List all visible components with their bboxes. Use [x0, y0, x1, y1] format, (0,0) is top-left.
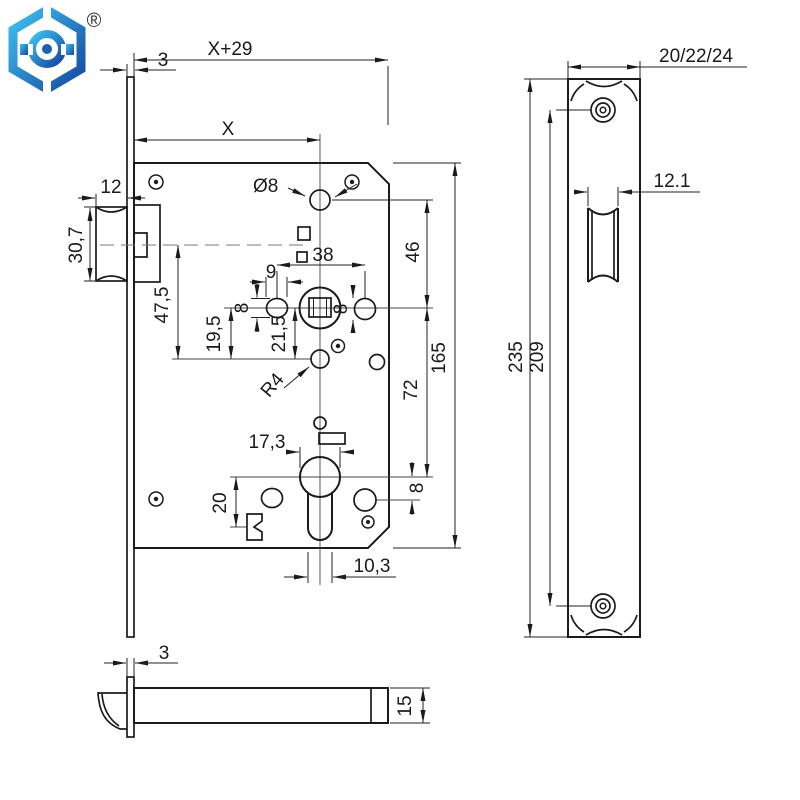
dim-plate-height-label: 235: [506, 341, 527, 373]
latch-cutout: [587, 207, 619, 283]
lock-case-outline: [133, 162, 390, 549]
faceplate-dimensions: 20/22/24 12.1 235 209: [506, 46, 747, 638]
euro-cylinder-hole: [299, 456, 341, 541]
follower-hub: [298, 286, 342, 330]
faceplate-screw-top: [590, 97, 616, 123]
notch-bracket: [246, 513, 263, 541]
registered-trademark: ®: [87, 10, 102, 32]
faceplate-view: [567, 78, 641, 638]
latch-view-faceplate: [126, 676, 135, 738]
logo-bar-left: [20, 44, 28, 55]
small-hole-right: [368, 353, 386, 371]
square-boss-lower: [296, 251, 308, 263]
front-view-dimensions: X+29 3 X 12 30,7 47,5 19,5 9 8: [66, 39, 461, 583]
logo-bar-right: [66, 44, 74, 55]
stop-plate: [318, 432, 346, 445]
dim-case-height-label: 165: [429, 342, 450, 374]
dim-latch-width-label: 12: [100, 177, 121, 198]
top-hole: [309, 189, 331, 211]
hub-side-hole-right: [353, 297, 377, 321]
dim-hole-width-label: 9: [266, 262, 277, 283]
hub-side-hole-left: [265, 297, 289, 319]
square-boss-upper: [297, 226, 311, 241]
logo-gap-top: [43, 3, 51, 20]
dim-hole-height-right-label: 8: [331, 304, 352, 315]
dim-cylinder-width-label: 17,3: [249, 432, 286, 453]
faceplate-screw-bottom: [590, 593, 616, 619]
aux-hole-r4: [310, 349, 330, 369]
dim-latch-thickness-label: 15: [395, 695, 416, 716]
dim-cylinder-to-notch-label: 20: [210, 492, 231, 513]
dim-screw-spacing-label: 209: [527, 341, 548, 373]
logo-gap-bottom: [43, 79, 51, 96]
latch-bolt-head: [97, 692, 127, 730]
latch-tail: [133, 204, 161, 283]
logo-ring-gap-left: [24, 44, 33, 55]
dim-latch-to-aux-label: 47,5: [152, 287, 173, 324]
dim-plate-width-options-label: 20/22/24: [659, 46, 733, 67]
dim-hole-to-aux-label: 19,5: [204, 316, 225, 353]
dim-total-depth-label: X+29: [208, 39, 253, 60]
dim-hub-to-cylinder-label: 72: [401, 379, 422, 400]
lower-hole-right: [353, 488, 377, 512]
front-view: [95, 76, 433, 638]
faceplate-corner-arcs: [570, 80, 638, 636]
brand-logo: ®: [8, 3, 102, 96]
dim-latchview-plate-thickness-label: 3: [159, 643, 170, 664]
dim-cylinder-to-hole-label: 8: [407, 483, 428, 494]
logo-ring-gap-right: [61, 44, 70, 55]
dim-hub-to-aux-label: 21,5: [269, 316, 290, 353]
dim-hub-holes-span-label: 38: [312, 245, 333, 266]
dim-hole-height-left-label: 8: [232, 303, 253, 314]
latch-head-front: [95, 206, 128, 282]
dim-aux-radius-label: R4: [257, 369, 289, 401]
dim-keyway-width-label: 10,3: [354, 556, 391, 577]
dim-backset-label: X: [222, 119, 235, 140]
latch-side-view: 3 15: [97, 643, 430, 738]
dim-latch-cutout-width-label: 12.1: [654, 171, 691, 192]
dim-top-hole-dia-label: Ø8: [253, 176, 278, 197]
lower-hole-left: [260, 487, 284, 509]
screw-posts: [148, 174, 375, 529]
small-hole-center: [313, 416, 327, 430]
faceplate-outline: [567, 78, 641, 638]
dim-plate-thickness-label: 3: [158, 50, 169, 71]
faceplate-front: [126, 76, 135, 638]
dim-top-hole-to-hub-label: 46: [403, 241, 424, 262]
latch-bolt-body: [133, 687, 389, 724]
dim-latch-height-label: 30,7: [66, 227, 87, 264]
logo-center-dot: [42, 44, 52, 54]
